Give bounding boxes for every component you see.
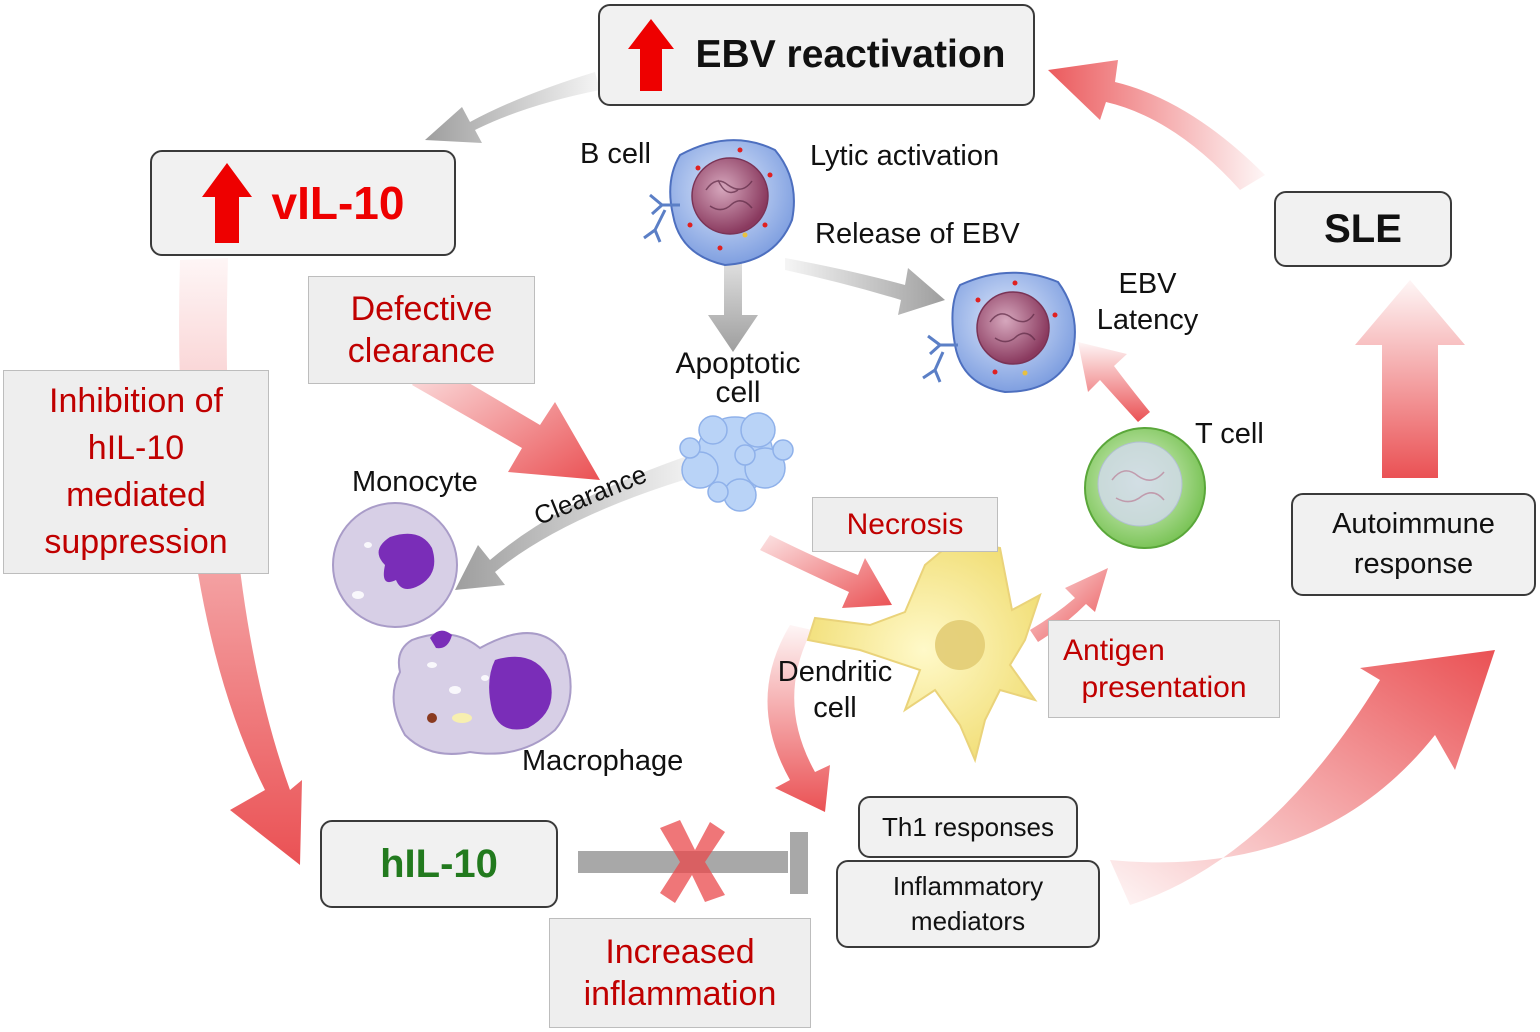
inhibition-line2: hIL-10 (87, 429, 185, 468)
blocked-x-icon (660, 820, 725, 903)
dendritic-line2: cell (813, 692, 857, 725)
th1-responses-label: Th1 responses (882, 811, 1054, 842)
b-cell (669, 139, 795, 267)
necrosis-arrow (760, 535, 892, 608)
up-arrow-icon (201, 163, 252, 243)
inhibition-line3: mediated (66, 476, 206, 514)
th1-responses-box: Th1 responses (858, 796, 1078, 858)
bcell-to-latent-arrow (785, 258, 945, 315)
necrosis-note: Necrosis (812, 497, 998, 552)
autoimmune-line2: response (1353, 547, 1474, 580)
defective-clearance-note: Defective clearance (308, 276, 535, 384)
increased-inflammation-line1: Increased (605, 932, 755, 971)
lytic-activation-label: Lytic activation (810, 140, 1000, 172)
dendritic-to-th1-arrow (767, 625, 830, 812)
necrosis-label: Necrosis (846, 507, 964, 541)
autoimmune-response-box: Autoimmune response (1291, 493, 1536, 596)
hil10-box: hIL-10 (320, 820, 558, 908)
vil10-box: vIL-10 (150, 150, 456, 256)
sle-label: SLE (1324, 206, 1402, 251)
monocyte-label: Monocyte (352, 466, 478, 498)
up-arrow-icon (627, 19, 674, 91)
ebv-reactivation-label: EBV reactivation (695, 33, 1006, 76)
bcell-to-apoptotic-arrow (708, 245, 758, 352)
latent-b-cell-receptor-icon (922, 334, 958, 383)
dendritic-cell-label: Dendritic cell (762, 654, 908, 727)
antigen-line1: Antigen (1063, 633, 1165, 667)
sle-to-ebv-arrow (1048, 60, 1265, 190)
apoptotic-line1: Apoptotic (675, 347, 801, 380)
macrophage (392, 630, 572, 755)
antigen-presentation-note: Antigen presentation (1048, 620, 1280, 718)
release-of-ebv-label: Release of EBV (815, 218, 1020, 250)
b-cell-receptor-icon (643, 193, 680, 243)
inhibition-line1: Inhibition of (49, 382, 223, 421)
defective-clearance-arrow (412, 360, 600, 480)
apoptotic-cell-label: Apoptotic cell (658, 347, 818, 409)
ebv-latency-label: EBV Latency (1085, 268, 1210, 337)
autoimmune-line1: Autoimmune (1332, 508, 1495, 541)
b-cell-label: B cell (580, 138, 651, 170)
sle-box: SLE (1274, 191, 1452, 267)
vil10-label: vIL-10 (271, 177, 405, 229)
mediators-line1: Inflammatory (892, 870, 1044, 901)
apoptotic-cell (679, 412, 794, 512)
clearance-arrow (455, 455, 700, 590)
antigen-line2: presentation (1081, 671, 1247, 704)
ebv-to-vil10-arrow (425, 72, 600, 143)
defective-clearance-line2: clearance (347, 332, 496, 370)
t-cell-label: T cell (1195, 418, 1264, 450)
ebv-latency-line2: Latency (1096, 304, 1199, 337)
autoimmune-to-sle-arrow (1355, 280, 1465, 478)
inflammatory-mediators-box: Inflammatory mediators (836, 860, 1100, 948)
ebv-reactivation-box: EBV reactivation (598, 4, 1035, 106)
increased-inflammation-line2: inflammation (583, 975, 777, 1013)
t-cell (1084, 427, 1206, 549)
inhibition-line4: suppression (44, 522, 228, 561)
macrophage-label: Macrophage (522, 745, 684, 777)
inhibition-note: Inhibition of hIL-10 mediated suppressio… (3, 370, 269, 574)
latent-b-cell (951, 271, 1076, 394)
monocyte (332, 502, 458, 628)
mediators-to-autoimmune-arrow (1110, 650, 1495, 905)
increased-inflammation-note: Increased inflammation (549, 918, 811, 1028)
mediators-line2: mediators (910, 906, 1026, 936)
defective-clearance-line1: Defective (350, 289, 493, 328)
dendritic-cell (806, 538, 1042, 764)
ebv-latency-line1: EBV (1118, 268, 1177, 300)
hil10-label: hIL-10 (380, 841, 498, 886)
apoptotic-line2: cell (715, 375, 761, 409)
dendritic-line1: Dendritic (777, 656, 893, 688)
tcell-to-latent-arrow (1078, 342, 1150, 422)
